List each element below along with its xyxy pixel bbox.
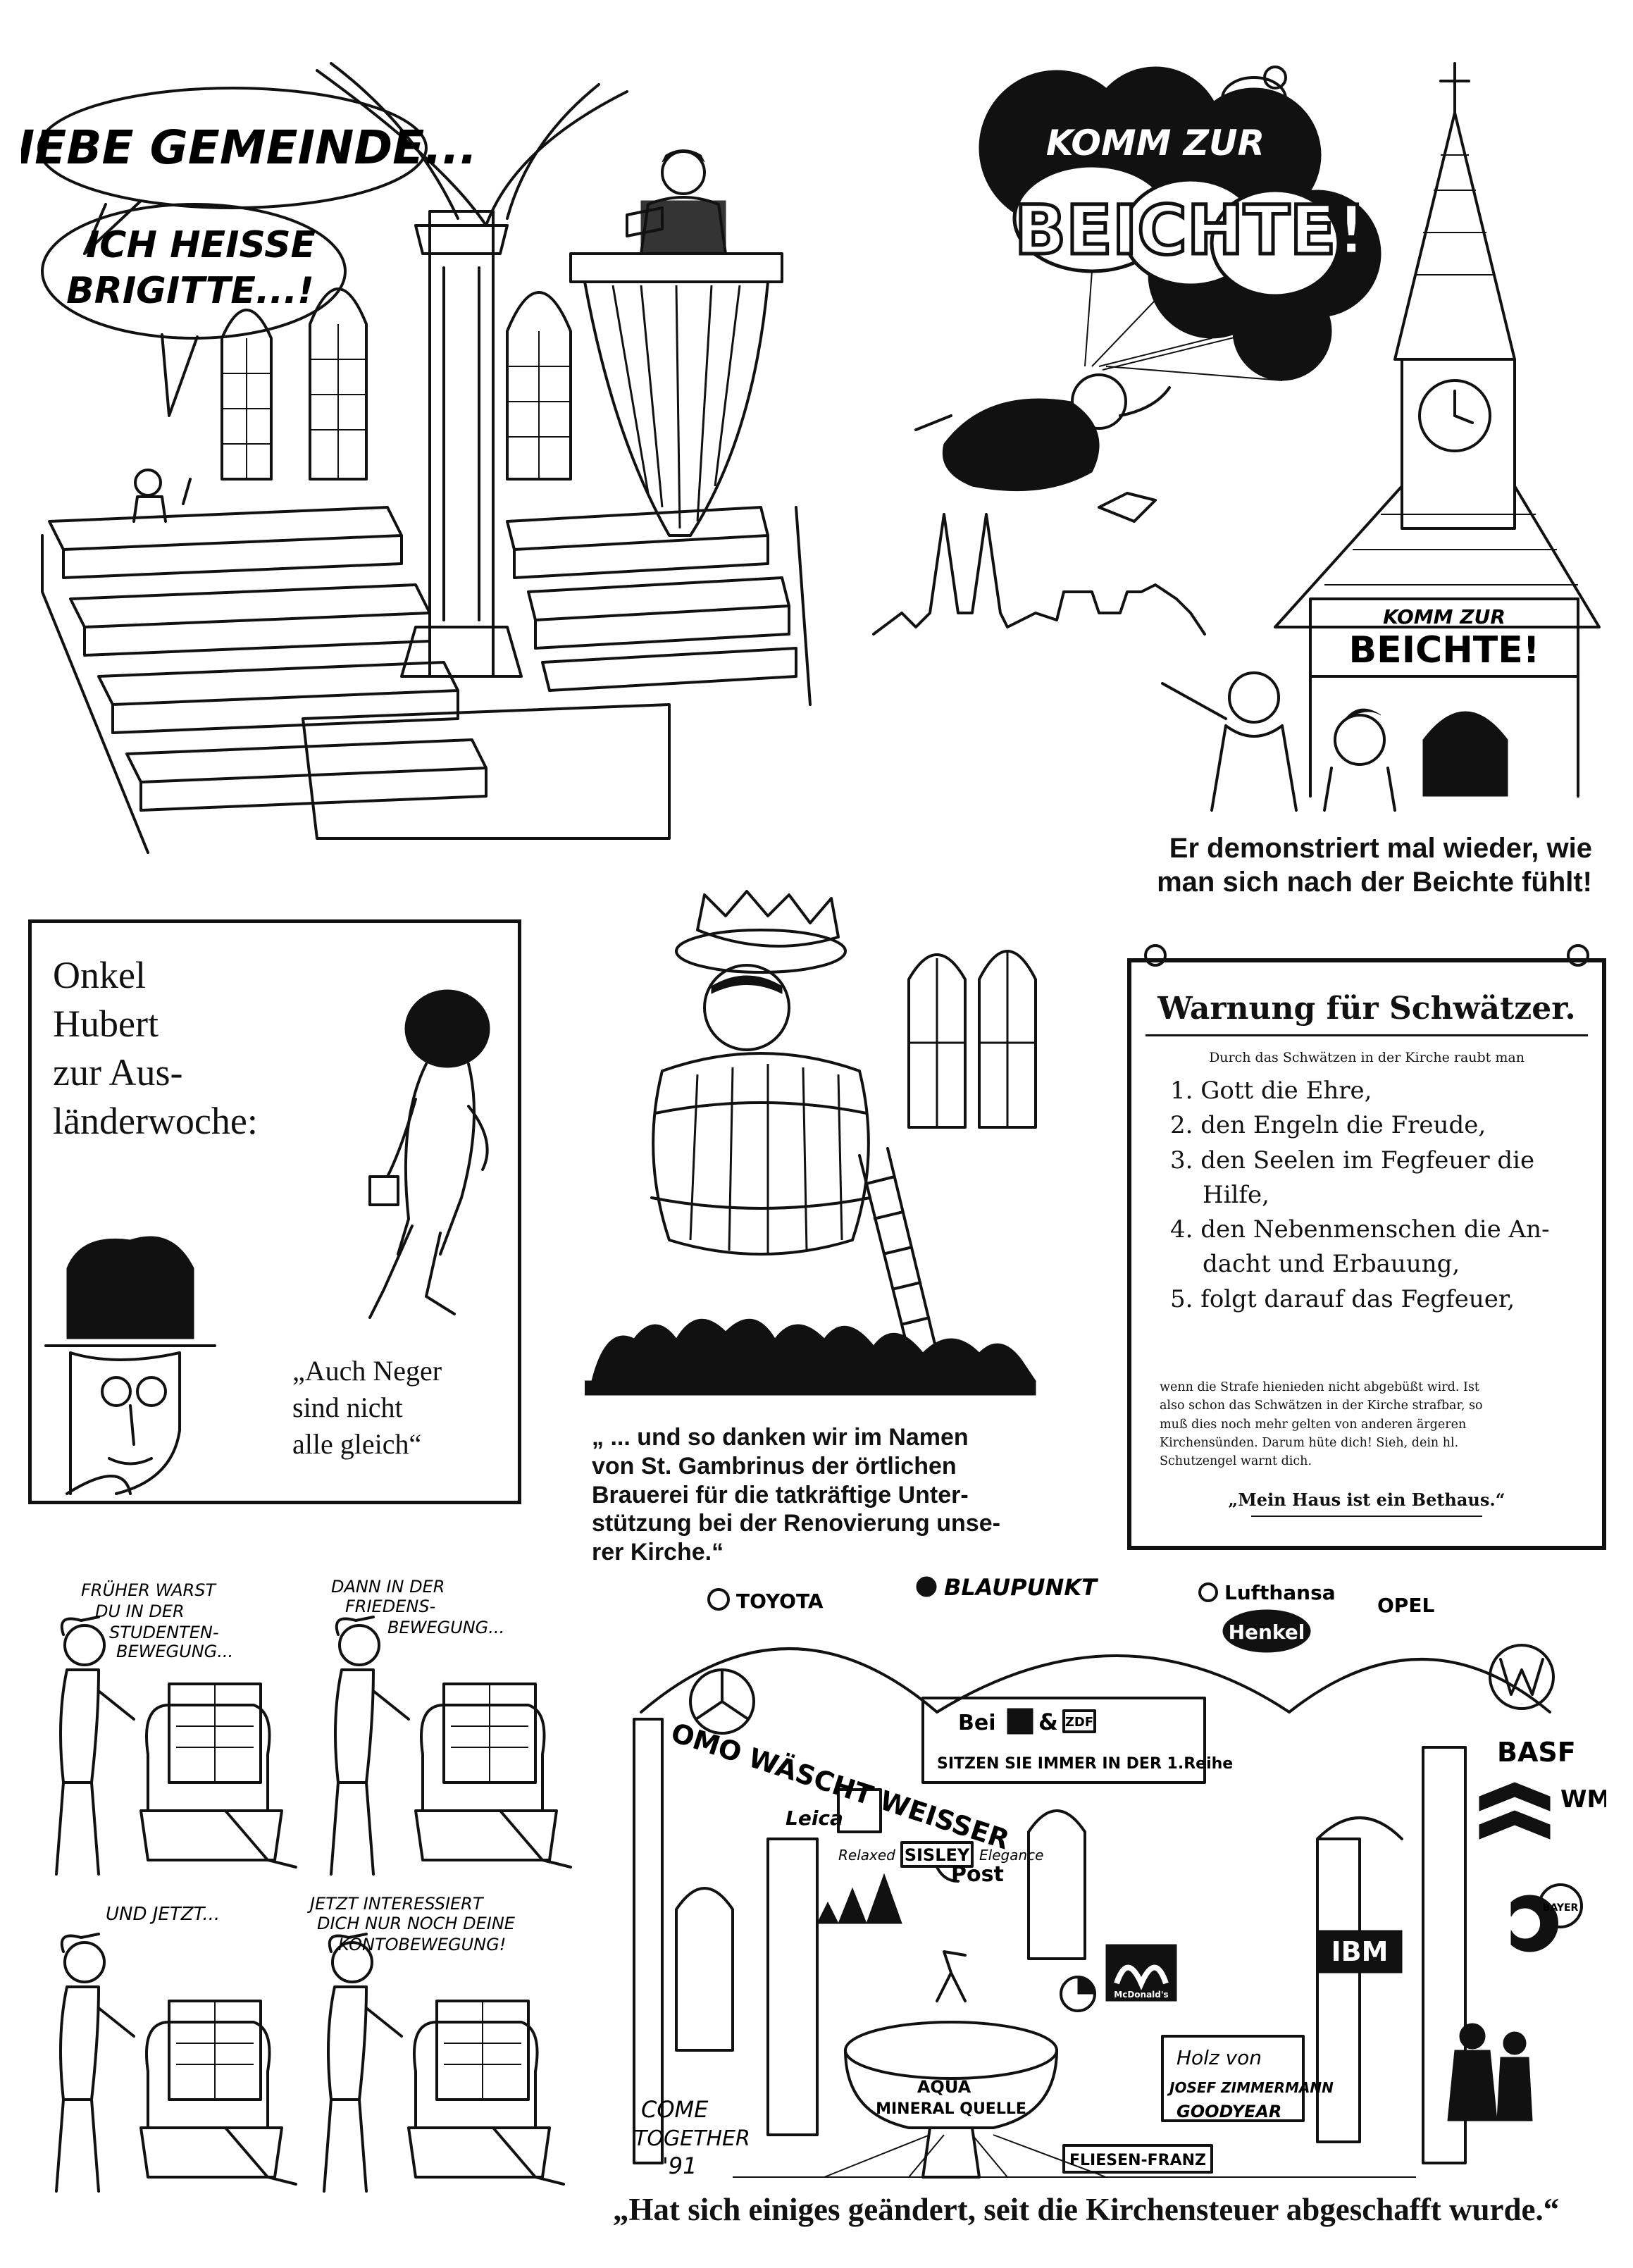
cartoon-gambrinus: „ ... und so danken wir im Namen von St.…: [584, 888, 1078, 1566]
sponsored-church-drawing: TOYOTA BLAUPUNKT Lufthansa Henkel OPEL B…: [633, 1574, 1627, 2179]
logo-blaupunkt: BLAUPUNKT: [944, 1574, 1098, 1601]
warnung-item-1: 1. Gott die Ehre,: [1170, 1077, 1372, 1105]
bubble-jetzt-line3: KONTOBEWEGUNG!: [338, 1935, 506, 1954]
onkel-hubert-quote-line3: alle gleich“: [292, 1428, 422, 1460]
cartoon-beichte-balloons: KOMM ZUR BEICHTE!: [859, 49, 1606, 898]
onkel-hubert-drawing: [44, 989, 490, 1495]
warnung-title: Warnung für Schwätzer.: [1157, 991, 1576, 1027]
caption-gambrinus-line1: „ ... und so danken wir im Namen: [592, 1424, 969, 1451]
holz-von: Holz von: [1176, 2046, 1262, 2069]
logo-post: Post: [951, 1862, 1004, 1887]
balloon-beichte: BEICHTE!: [1014, 191, 1367, 270]
logo-ibm: IBM: [1331, 1936, 1389, 1967]
tv-sign-bei: Bei: [958, 1711, 996, 1735]
onkel-hubert-quote-line2: sind nicht: [292, 1392, 403, 1423]
logo-wmf: WMF: [1560, 1785, 1606, 1814]
onkel-hubert-quote-line1: „Auch Neger: [292, 1355, 442, 1387]
onkel-hubert-title-line1: Onkel: [53, 954, 146, 996]
bewegung-drawing: FRÜHER WARST DU IN DER STUDENTEN- BEWEGU…: [55, 1577, 572, 2193]
onkel-hubert-quote: „Auch Neger sind nicht alle gleich“: [292, 1353, 442, 1463]
bubble-liebe-gemeinde: LIEBE GEMEINDE...: [21, 120, 477, 175]
gambrinus-drawing: [584, 890, 1037, 1396]
warnung-small-text: wenn die Strafe hienieden nicht abgebüßt…: [1160, 1378, 1581, 1470]
bubble-jetzt-line1: JETZT INTERESSIERT: [307, 1894, 485, 1914]
caption-gambrinus-line3: Brauerei für die tatkräftige Unter-: [592, 1481, 969, 1508]
cartoon-onkel-hubert: Onkel Hubert zur Aus- länderwoche: „Auch…: [28, 919, 521, 1504]
caption-beichte-line2: man sich nach der Beichte fühlt!: [1157, 867, 1592, 898]
logo-lufthansa: Lufthansa: [1224, 1581, 1336, 1604]
sign-komm-zur: KOMM ZUR: [1383, 605, 1505, 628]
caption-gambrinus-line2: von St. Gambrinus der örtlichen: [592, 1452, 957, 1480]
cartoon-church-interior: LIEBE GEMEINDE... ICH HEISSE BRIGITTE...…: [0, 42, 817, 874]
tv-sign-zdf: ZDF: [1065, 1715, 1093, 1730]
warnung-intro: Durch das Schwätzen in der Kirche raubt …: [1209, 1050, 1525, 1065]
logo-sisley: SISLEY: [905, 1845, 970, 1865]
logo-bayer: BAYER: [1543, 1902, 1579, 1914]
logo-elegance: Elegance: [979, 1847, 1043, 1864]
bubble-dann-line3: BEWEGUNG...: [387, 1618, 504, 1637]
caption-beichte-line1: Er demonstriert mal wieder, wie: [1169, 833, 1592, 864]
bubble-und-jetzt: UND JETZT...: [106, 1904, 220, 1925]
warnung-item-4b: dacht und Erbauung,: [1203, 1250, 1460, 1279]
logo-leica: Leica: [786, 1807, 843, 1830]
logo-mcdonalds: McDonald's: [1114, 1990, 1168, 2000]
beichte-drawing: KOMM ZUR BEICHTE!: [872, 62, 1601, 812]
warnung-list: 1. Gott die Ehre, 2. den Engeln die Freu…: [1170, 1074, 1549, 1317]
warnung-item-3b: Hilfe,: [1203, 1180, 1269, 1209]
bubble-frueher-line3: STUDENTEN-: [109, 1623, 219, 1642]
font-mineral: MINERAL QUELLE: [876, 2100, 1026, 2118]
logo-henkel: Henkel: [1229, 1621, 1305, 1644]
warnung-small-line4: Kirchensünden. Darum hüte dich! Sieh, de…: [1160, 1435, 1459, 1450]
cartoon-bewegung: FRÜHER WARST DU IN DER STUDENTEN- BEWEGU…: [14, 1577, 585, 2212]
floor-sign-fliesen: FLIESEN-FRANZ: [1069, 2152, 1206, 2169]
caption-gambrinus-line5: rer Kirche.“: [592, 1539, 724, 1566]
bubble-frueher-line2: DU IN DER: [95, 1601, 185, 1621]
onkel-hubert-title-line3: zur Aus-: [53, 1051, 183, 1094]
logo-basf: BASF: [1497, 1737, 1576, 1768]
caption-gambrinus-line4: stützung bei der Renovierung unse-: [592, 1510, 1000, 1537]
bubble-jetzt-line2: DICH NUR NOCH DEINE: [317, 1914, 516, 1933]
warnung-item-3: 3. den Seelen im Fegfeuer die: [1170, 1146, 1535, 1175]
logo-relaxed: Relaxed: [838, 1847, 895, 1864]
bubble-brigitte: BRIGITTE...!: [66, 270, 314, 312]
tv-sign-sitzen: SITZEN SIE IMMER IN DER 1.Reihe: [937, 1755, 1233, 1773]
warnung-item-2: 2. den Engeln die Freude,: [1170, 1111, 1486, 1140]
wall-text-omo: OMO WÄSCHT WEISSER: [667, 1717, 1013, 1856]
sign-hooks: [1144, 944, 1589, 967]
warnung-item-5: 5. folgt darauf das Fegfeuer,: [1170, 1284, 1515, 1313]
warnung-small-line2: also schon das Schwätzen in der Kirche s…: [1160, 1399, 1483, 1413]
balloon-komm-zur: KOMM ZUR: [1046, 123, 1265, 163]
window-together: TOGETHER: [634, 2126, 750, 2151]
font-aqua: AQUA: [917, 2077, 971, 2097]
tv-sign-amp: &: [1038, 1709, 1058, 1735]
bubble-frueher-line4: BEWEGUNG...: [116, 1642, 233, 1661]
warnung-small-line5: Schutzengel warnt dich.: [1160, 1454, 1312, 1468]
bubble-dann-line2: FRIEDENS-: [345, 1597, 435, 1616]
onkel-hubert-title-line4: länderwoche:: [53, 1100, 258, 1143]
bubble-ich-heisse: ICH HEISSE: [86, 224, 316, 266]
logo-opel: OPEL: [1377, 1594, 1434, 1617]
window-come: COME: [641, 2096, 709, 2123]
bubble-dann-line1: DANN IN DER: [331, 1578, 445, 1597]
logo-toyota: TOYOTA: [736, 1590, 824, 1613]
church-interior-drawing: LIEBE GEMEINDE... ICH HEISSE BRIGITTE...…: [0, 62, 812, 854]
caption-gambrinus: „ ... und so danken wir im Namen von St.…: [592, 1423, 1078, 1567]
warnung-small-line1: wenn die Strafe hienieden nicht abgebüßt…: [1160, 1380, 1479, 1394]
cartoon-warnung-schild: Warnung für Schwätzer. Durch das Schwätz…: [1127, 944, 1606, 1550]
onkel-hubert-title: Onkel Hubert zur Aus- länderwoche:: [53, 951, 258, 1146]
caption-kirchensteuer: „Hat sich einiges geändert, seit die Kir…: [613, 2192, 1560, 2227]
warnung-small-line3: muß dies noch mehr gelten von anderen är…: [1160, 1417, 1467, 1432]
onkel-hubert-title-line2: Hubert: [53, 1003, 159, 1046]
holz-josef: JOSEF ZIMMERMANN: [1167, 2079, 1334, 2096]
logo-goodyear: GOODYEAR: [1176, 2102, 1281, 2121]
sign-beichte: BEICHTE!: [1349, 629, 1540, 671]
cartoon-sponsored-church: TOYOTA BLAUPUNKT Lufthansa Henkel OPEL B…: [613, 1571, 1627, 2248]
warnung-item-4: 4. den Nebenmenschen die An-: [1170, 1215, 1550, 1244]
caption-beichte: Er demonstriert mal wieder, wie man sich…: [986, 831, 1592, 899]
warnung-footer: „Mein Haus ist ein Bethaus.“: [1228, 1489, 1505, 1510]
bubble-frueher-line1: FRÜHER WARST: [81, 1580, 217, 1600]
window-91: '91: [662, 2152, 697, 2179]
